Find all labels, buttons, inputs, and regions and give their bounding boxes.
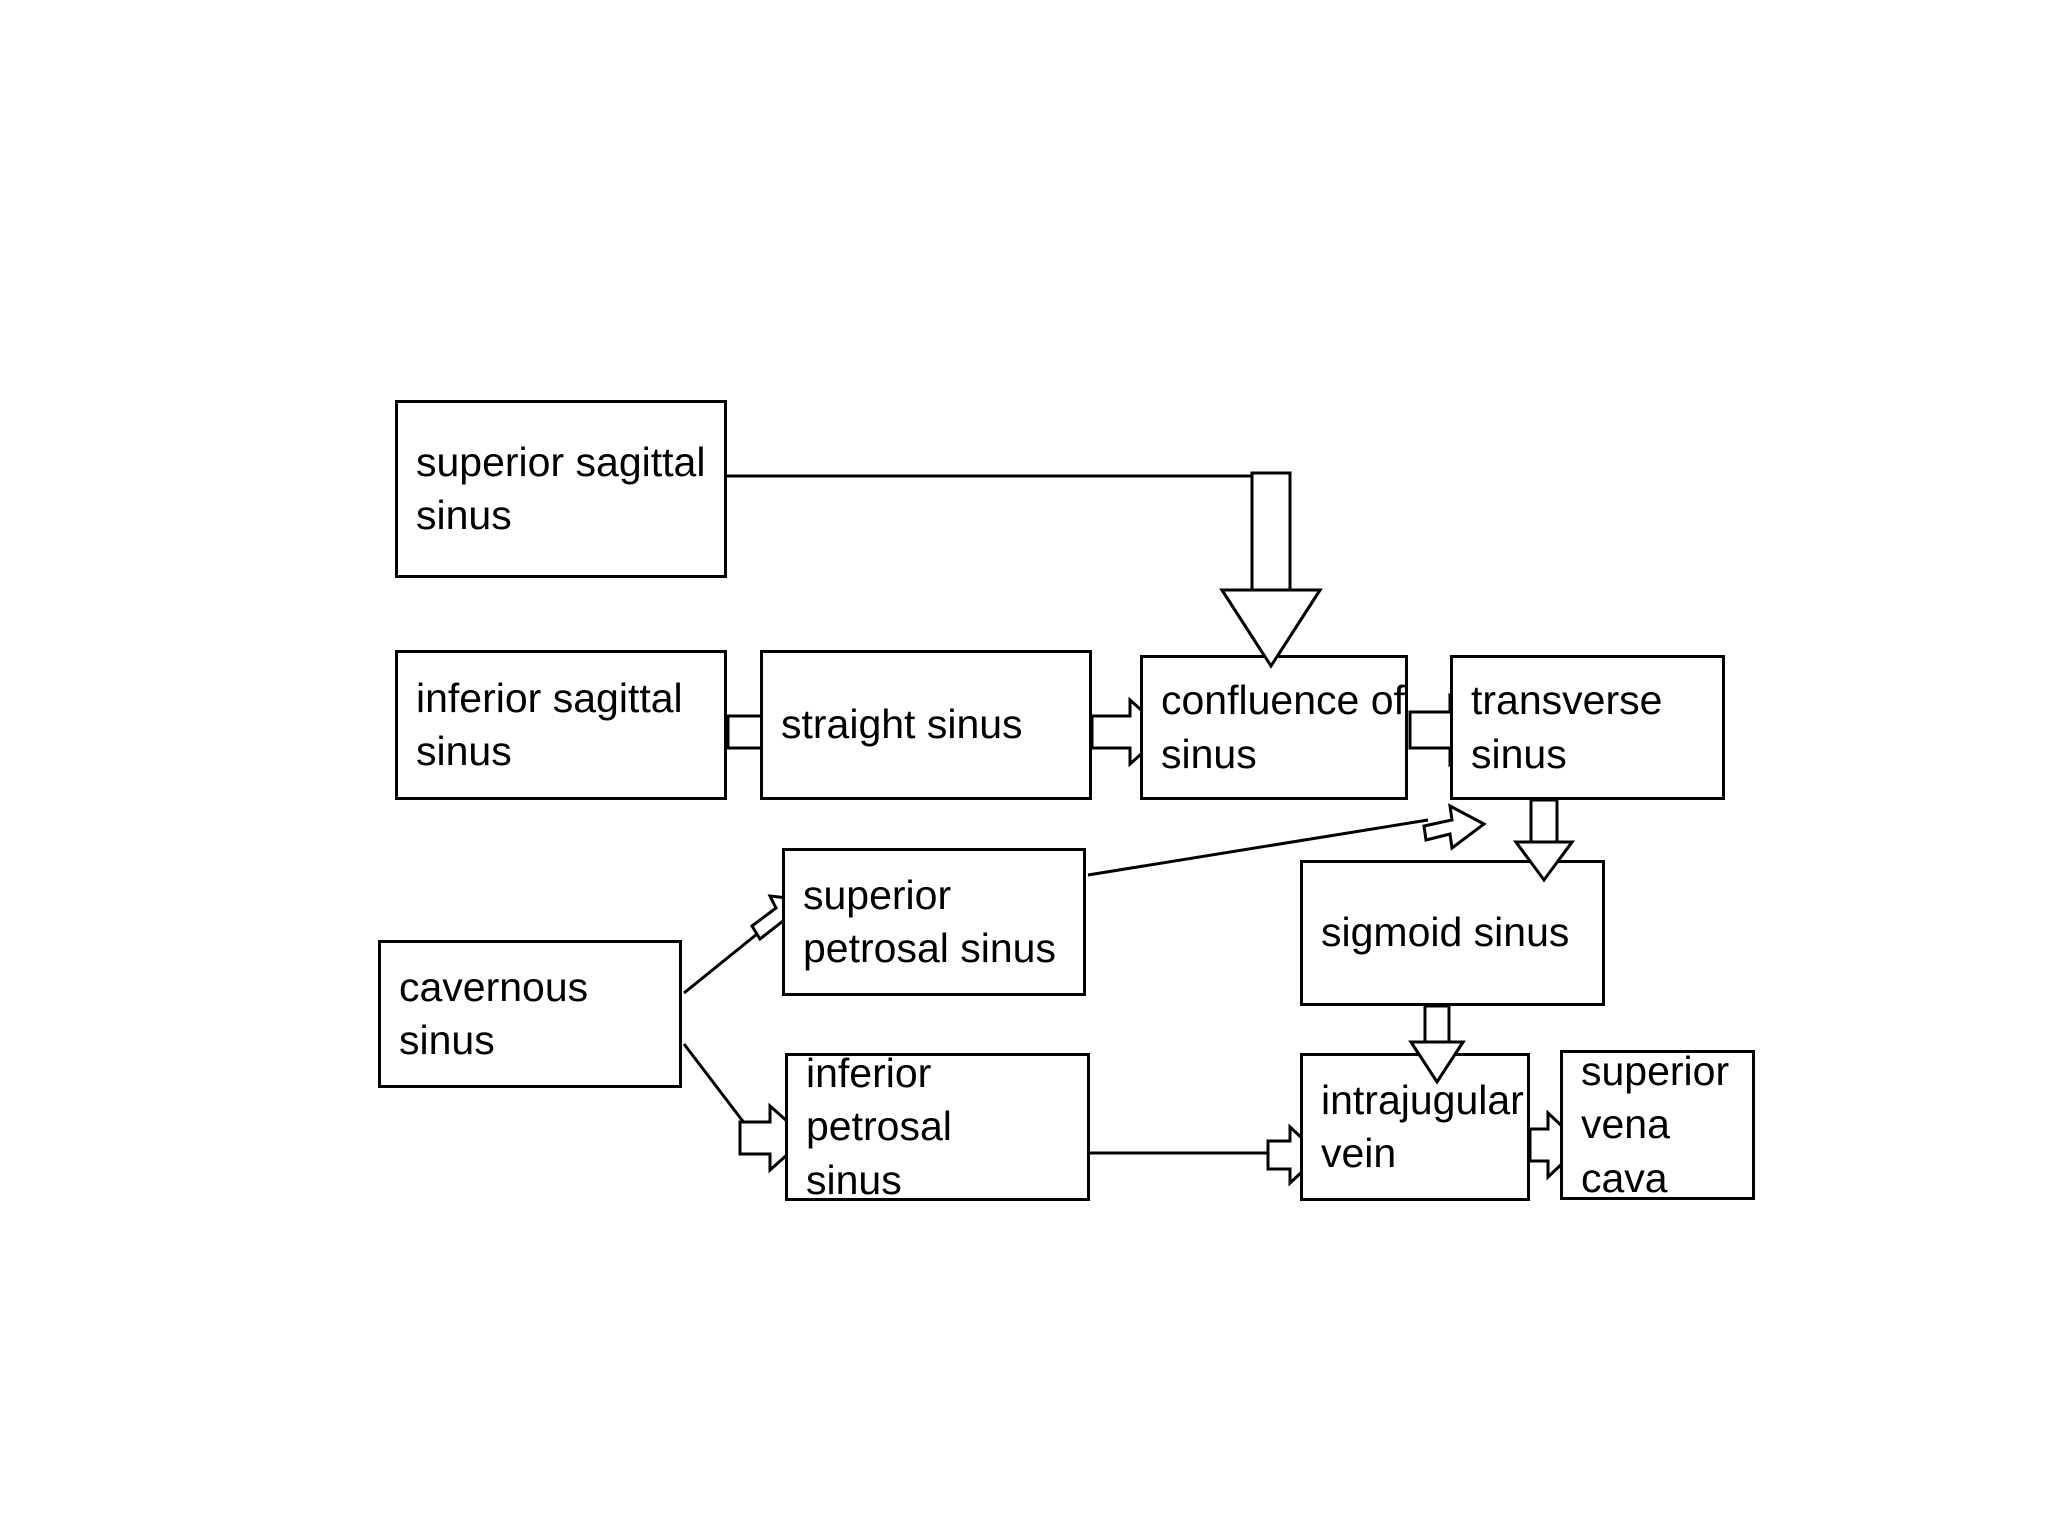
node-label: intrajugular vein <box>1321 1076 1524 1176</box>
node-sigmoid-sinus[interactable]: sigmoid sinus <box>1300 860 1605 1006</box>
node-confluence-of-sinus[interactable]: confluence of sinus <box>1140 655 1408 800</box>
node-label: transverse sinus <box>1471 677 1663 777</box>
node-label: superior vena cava <box>1581 1048 1730 1201</box>
node-label: inferior sagittal sinus <box>416 674 683 774</box>
node-label: superior petrosal sinus <box>803 871 1056 971</box>
edge-superior-sagittal-to-confluence <box>727 471 1323 669</box>
node-label: cavernous sinus <box>399 963 589 1063</box>
node-inferior-petrosal-sinus[interactable]: inferior petrosal sinus <box>785 1050 1090 1203</box>
node-straight-sinus[interactable]: straight sinus <box>760 650 1092 800</box>
node-intrajugular-vein[interactable]: intrajugular vein <box>1300 1053 1530 1201</box>
node-superior-sagittal-sinus[interactable]: superior sagittal sinus <box>395 400 727 578</box>
node-superior-vena-cava[interactable]: superior vena cava <box>1560 1048 1755 1201</box>
node-inferior-sagittal-sinus[interactable]: inferior sagittal sinus <box>395 650 727 800</box>
node-cavernous-sinus[interactable]: cavernous sinus <box>378 940 682 1088</box>
node-label: sigmoid sinus <box>1321 909 1570 956</box>
node-label: superior sagittal sinus <box>416 438 706 538</box>
node-label: confluence of sinus <box>1161 677 1405 777</box>
node-superior-petrosal-sinus[interactable]: superior petrosal sinus <box>782 848 1086 996</box>
edge-inferior-petrosal-to-intrajugular <box>1090 1123 1323 1187</box>
node-transverse-sinus[interactable]: transverse sinus <box>1450 655 1725 800</box>
node-label: inferior petrosal sinus <box>806 1050 952 1203</box>
node-label: straight sinus <box>781 701 1023 748</box>
